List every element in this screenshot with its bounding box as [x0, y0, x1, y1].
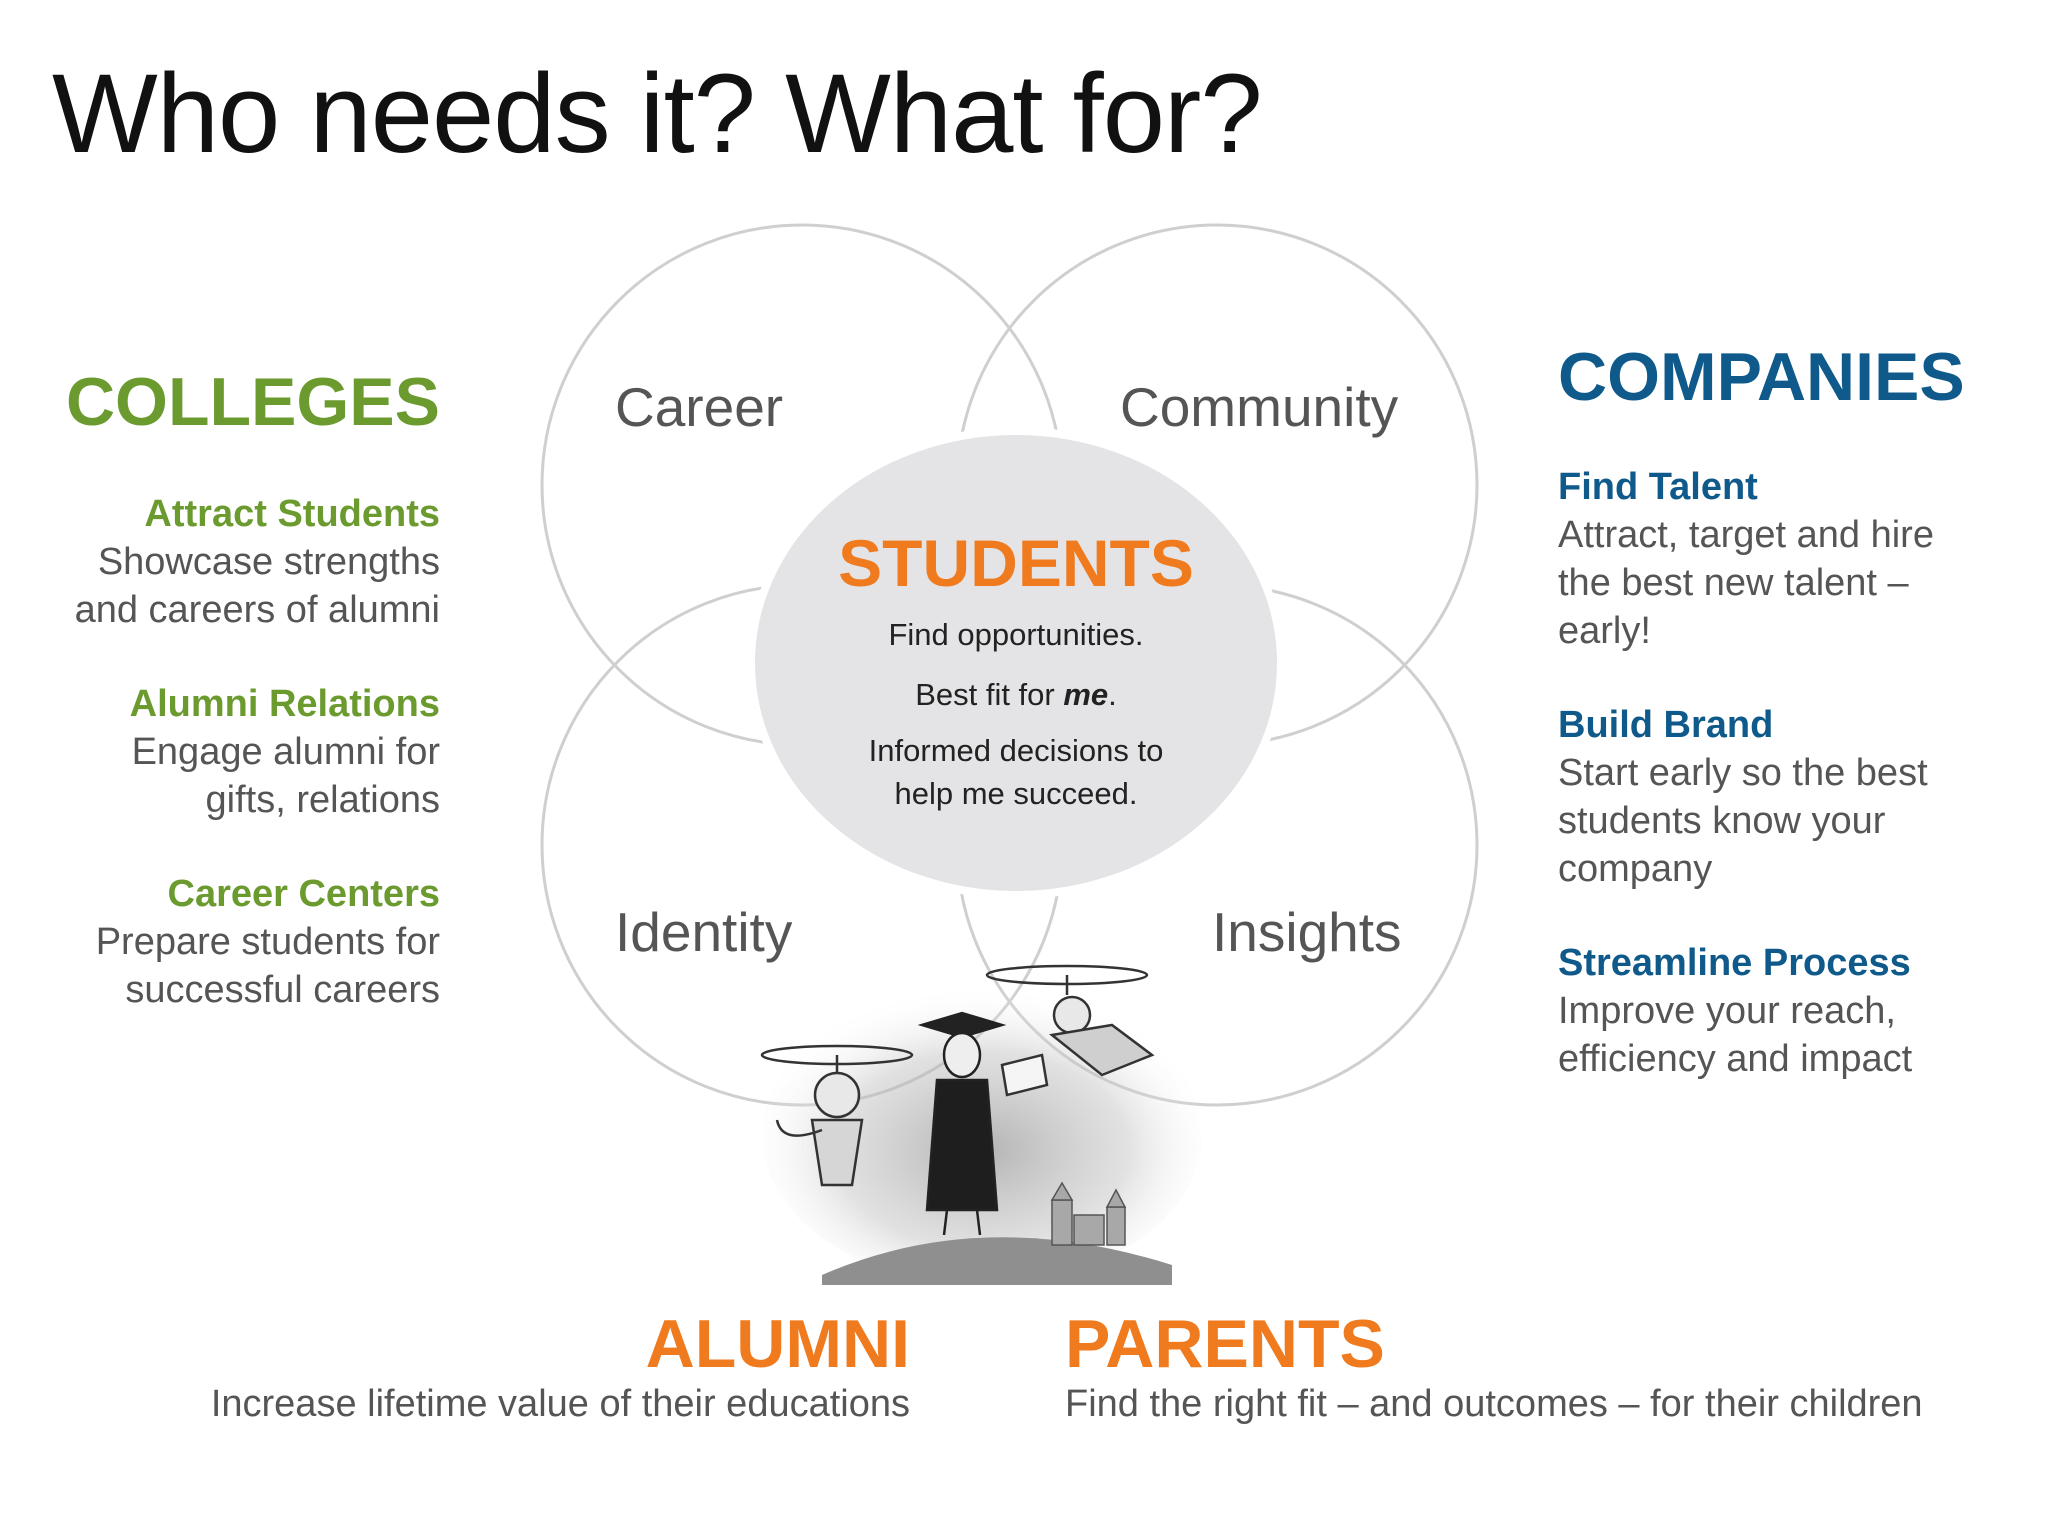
companies-item-title: Build Brand: [1558, 703, 1774, 746]
companies-item-desc: Attract, target and hire the best new ta…: [1558, 511, 2028, 655]
desc-line: efficiency and impact: [1558, 1037, 1913, 1080]
companies-item-title: Find Talent: [1558, 465, 1758, 508]
page-title: Who needs it? What for?: [52, 51, 1263, 176]
alumni-heading: ALUMNI: [645, 1306, 910, 1382]
students-center-ellipse: [747, 427, 1285, 899]
companies-heading: COMPANIES: [1558, 339, 1965, 415]
colleges-item-title: Career Centers: [167, 872, 440, 915]
parents-desc: Find the right fit – and outcomes – for …: [1065, 1383, 1923, 1425]
desc-line: early!: [1558, 609, 1651, 652]
desc-line: Engage alumni for: [131, 730, 440, 773]
colleges-heading: COLLEGES: [65, 364, 440, 440]
colleges-item-title: Alumni Relations: [129, 682, 440, 725]
desc-line: Showcase strengths: [97, 540, 440, 583]
colleges-item-desc: Showcase strengths and careers of alumni: [40, 538, 440, 634]
community-label: Community: [1120, 376, 1399, 438]
career-label: Career: [615, 376, 784, 438]
desc-line: students know your: [1558, 799, 1886, 842]
desc-line: company: [1558, 847, 1713, 890]
colleges-item-attract-students: Attract Students Showcase strengths and …: [40, 490, 440, 634]
alumni-desc: Increase lifetime value of their educati…: [210, 1383, 910, 1425]
colleges-item-career-centers: Career Centers Prepare students for succ…: [40, 870, 440, 1014]
desc-line: the best new talent –: [1558, 561, 1909, 604]
flying-figure-left: [760, 1044, 914, 1187]
companies-item-streamline-process: Streamline Process Improve your reach, e…: [1558, 939, 2028, 1083]
students-line-2: Best fit for me.: [830, 673, 1202, 716]
companies-item-title: Streamline Process: [1558, 941, 1911, 984]
companies-item-desc: Start early so the best students know yo…: [1558, 749, 2028, 893]
desc-line: Prepare students for: [95, 920, 440, 963]
flying-figure-right: [985, 964, 1155, 1097]
graduation-cartoon-illustration: [760, 964, 1202, 1285]
colleges-item-desc: Engage alumni for gifts, relations: [40, 728, 440, 824]
desc-line: Attract, target and hire: [1558, 513, 1934, 556]
desc-line: successful careers: [125, 968, 440, 1011]
students-line-4: help me succeed.: [894, 776, 1138, 811]
companies-item-desc: Improve your reach, efficiency and impac…: [1558, 987, 2028, 1083]
companies-panel: COMPANIES Find Talent Attract, target an…: [1558, 340, 2028, 1129]
colleges-panel: COLLEGES Attract Students Showcase stren…: [40, 365, 440, 1060]
parents-heading: PARENTS: [1065, 1306, 1385, 1382]
desc-line: Start early so the best: [1558, 751, 1928, 794]
desc-line: gifts, relations: [205, 778, 440, 821]
students-line-2-suffix: .: [1108, 677, 1117, 712]
colleges-item-title: Attract Students: [144, 492, 440, 535]
students-line-1: Find opportunities.: [888, 617, 1144, 652]
students-heading: STUDENTS: [838, 526, 1194, 600]
students-line-3: Informed decisions to: [868, 733, 1164, 768]
students-line-2-prefix: Best fit for: [915, 677, 1064, 712]
companies-item-build-brand: Build Brand Start early so the best stud…: [1558, 701, 2028, 893]
desc-line: Improve your reach,: [1558, 989, 1896, 1032]
desc-line: and careers of alumni: [74, 588, 440, 631]
insights-label: Insights: [1212, 901, 1402, 963]
colleges-item-alumni-relations: Alumni Relations Engage alumni for gifts…: [40, 680, 440, 824]
venn-diagram: [540, 223, 1479, 1107]
identity-label: Identity: [615, 901, 793, 963]
students-line-2-emphasis: me: [1063, 677, 1109, 712]
hill: [822, 1237, 1172, 1285]
campus-buildings: [1050, 1181, 1127, 1246]
companies-item-find-talent: Find Talent Attract, target and hire the…: [1558, 463, 2028, 655]
graduate-figure: [917, 1011, 1007, 1236]
colleges-item-desc: Prepare students for successful careers: [40, 918, 440, 1014]
